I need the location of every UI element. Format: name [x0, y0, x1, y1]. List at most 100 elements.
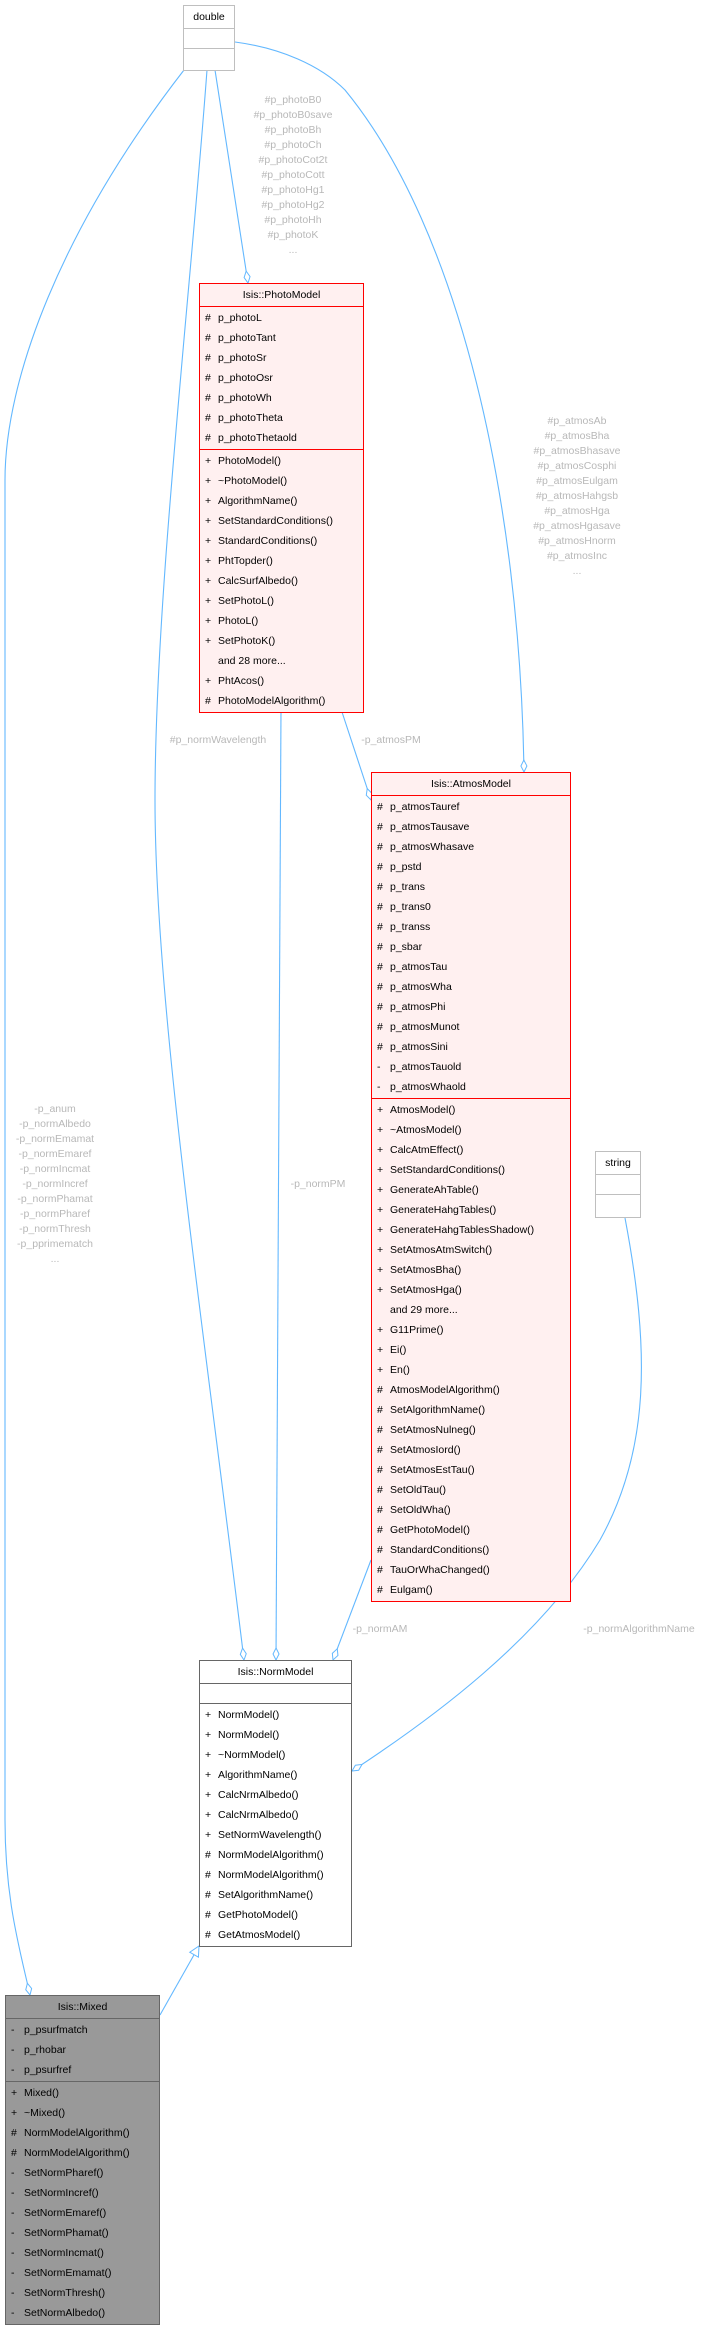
method-row[interactable]: #GetPhotoModel() — [200, 1905, 351, 1925]
method-name: GetPhotoModel() — [390, 1524, 470, 1536]
method-row[interactable]: #GetAtmosModel() — [200, 1925, 351, 1945]
method-row[interactable]: +GenerateHahgTablesShadow() — [372, 1220, 570, 1240]
method-row[interactable]: #AtmosModelAlgorithm() — [372, 1380, 570, 1400]
method-row[interactable]: +SetAtmosAtmSwitch() — [372, 1240, 570, 1260]
method-row[interactable]: +G11Prime() — [372, 1320, 570, 1340]
methods-section: +Mixed()+~Mixed()#NormModelAlgorithm()#N… — [6, 2082, 159, 2324]
method-row[interactable]: #PhotoModelAlgorithm() — [200, 691, 363, 711]
method-row[interactable]: -SetNormEmaref() — [6, 2203, 159, 2223]
method-row[interactable]: +GenerateHahgTables() — [372, 1200, 570, 1220]
method-row[interactable]: +SetPhotoL() — [200, 591, 363, 611]
method-row[interactable]: +~NormModel() — [200, 1745, 351, 1765]
method-row[interactable]: #StandardConditions() — [372, 1540, 570, 1560]
attribute-row[interactable]: -p_atmosWhaold — [372, 1077, 570, 1097]
method-row[interactable]: and 29 more... — [372, 1300, 570, 1320]
method-row[interactable]: #SetAtmosEstTau() — [372, 1460, 570, 1480]
method-row[interactable]: #SetAtmosNulneg() — [372, 1420, 570, 1440]
method-row[interactable]: +StandardConditions() — [200, 531, 363, 551]
attribute-row[interactable]: #p_transs — [372, 917, 570, 937]
attribute-row[interactable]: #p_atmosPhi — [372, 997, 570, 1017]
method-row[interactable]: -SetNormThresh() — [6, 2283, 159, 2303]
visibility-marker: # — [377, 921, 383, 933]
method-row[interactable]: #SetAtmosIord() — [372, 1440, 570, 1460]
method-row[interactable]: +En() — [372, 1360, 570, 1380]
attribute-row[interactable]: #p_photoOsr — [200, 368, 363, 388]
attribute-row[interactable]: #p_atmosTau — [372, 957, 570, 977]
method-row[interactable]: -SetNormEmamat() — [6, 2263, 159, 2283]
method-row[interactable]: +AlgorithmName() — [200, 1765, 351, 1785]
method-row[interactable]: +~PhotoModel() — [200, 471, 363, 491]
method-row[interactable]: #Eulgam() — [372, 1580, 570, 1600]
method-row[interactable]: #NormModelAlgorithm() — [6, 2143, 159, 2163]
method-row[interactable]: #SetAlgorithmName() — [200, 1885, 351, 1905]
method-row[interactable]: +AlgorithmName() — [200, 491, 363, 511]
edge-double-to-mixed — [4, 69, 185, 1995]
method-row[interactable]: +Mixed() — [6, 2083, 159, 2103]
method-row[interactable]: +SetPhotoK() — [200, 631, 363, 651]
attribute-row[interactable]: -p_atmosTauold — [372, 1057, 570, 1077]
class-node-double[interactable]: double — [183, 5, 235, 71]
method-row[interactable]: +CalcSurfAlbedo() — [200, 571, 363, 591]
method-row[interactable]: +GenerateAhTable() — [372, 1180, 570, 1200]
class-node-norm-model[interactable]: Isis::NormModel+NormModel()+NormModel()+… — [199, 1660, 352, 1947]
method-row[interactable]: +NormModel() — [200, 1725, 351, 1745]
method-row[interactable]: +CalcNrmAlbedo() — [200, 1805, 351, 1825]
attribute-row[interactable]: #p_atmosSini — [372, 1037, 570, 1057]
edge-label-line: #p_photoCot2t — [258, 154, 328, 166]
attribute-row[interactable]: #p_atmosWha — [372, 977, 570, 997]
class-node-string[interactable]: string — [595, 1151, 641, 1218]
attribute-row[interactable]: -p_psurfref — [6, 2060, 159, 2080]
method-row[interactable]: +~AtmosModel() — [372, 1120, 570, 1140]
attribute-row[interactable]: #p_photoWh — [200, 388, 363, 408]
method-name: G11Prime() — [390, 1324, 444, 1336]
method-row[interactable]: +PhtAcos() — [200, 671, 363, 691]
attribute-row[interactable]: -p_rhobar — [6, 2040, 159, 2060]
class-node-atmos-model[interactable]: Isis::AtmosModel#p_atmosTauref#p_atmosTa… — [371, 772, 571, 1602]
method-row[interactable]: +SetNormWavelength() — [200, 1825, 351, 1845]
method-row[interactable]: and 28 more... — [200, 651, 363, 671]
attribute-row[interactable]: #p_atmosWhasave — [372, 837, 570, 857]
attribute-row[interactable]: #p_atmosTausave — [372, 817, 570, 837]
attribute-row[interactable]: #p_trans0 — [372, 897, 570, 917]
method-row[interactable]: +CalcNrmAlbedo() — [200, 1785, 351, 1805]
method-row[interactable]: -SetNormAlbedo() — [6, 2303, 159, 2323]
method-row[interactable]: -SetNormPhamat() — [6, 2223, 159, 2243]
class-node-mixed[interactable]: Isis::Mixed-p_psurfmatch-p_rhobar-p_psur… — [5, 1995, 160, 2325]
attribute-row[interactable]: #p_trans — [372, 877, 570, 897]
method-row[interactable]: +AtmosModel() — [372, 1100, 570, 1120]
method-row[interactable]: +Ei() — [372, 1340, 570, 1360]
attribute-row[interactable]: #p_photoSr — [200, 348, 363, 368]
class-node-photo-model[interactable]: Isis::PhotoModel#p_photoL#p_photoTant#p_… — [199, 283, 364, 713]
attribute-row[interactable]: #p_pstd — [372, 857, 570, 877]
method-row[interactable]: +PhotoModel() — [200, 451, 363, 471]
attribute-row[interactable]: #p_atmosMunot — [372, 1017, 570, 1037]
method-row[interactable]: +PhotoL() — [200, 611, 363, 631]
method-row[interactable]: #GetPhotoModel() — [372, 1520, 570, 1540]
method-row[interactable]: #NormModelAlgorithm() — [200, 1845, 351, 1865]
attribute-row[interactable]: -p_psurfmatch — [6, 2020, 159, 2040]
attribute-row[interactable]: #p_photoTheta — [200, 408, 363, 428]
method-row[interactable]: +~Mixed() — [6, 2103, 159, 2123]
method-row[interactable]: -SetNormIncref() — [6, 2183, 159, 2203]
attribute-row[interactable]: #p_photoL — [200, 308, 363, 328]
method-row[interactable]: -SetNormPharef() — [6, 2163, 159, 2183]
method-row[interactable]: +NormModel() — [200, 1705, 351, 1725]
method-row[interactable]: +CalcAtmEffect() — [372, 1140, 570, 1160]
method-row[interactable]: -SetNormIncmat() — [6, 2243, 159, 2263]
attribute-row[interactable]: #p_photoTant — [200, 328, 363, 348]
method-row[interactable]: +PhtTopder() — [200, 551, 363, 571]
method-row[interactable]: +SetAtmosBha() — [372, 1260, 570, 1280]
method-row[interactable]: #SetAlgorithmName() — [372, 1400, 570, 1420]
method-row[interactable]: #NormModelAlgorithm() — [6, 2123, 159, 2143]
visibility-marker: # — [205, 1929, 211, 1941]
method-row[interactable]: +SetStandardConditions() — [372, 1160, 570, 1180]
method-row[interactable]: #SetOldTau() — [372, 1480, 570, 1500]
method-row[interactable]: #NormModelAlgorithm() — [200, 1865, 351, 1885]
attribute-row[interactable]: #p_sbar — [372, 937, 570, 957]
method-row[interactable]: #TauOrWhaChanged() — [372, 1560, 570, 1580]
method-row[interactable]: #SetOldWha() — [372, 1500, 570, 1520]
attribute-row[interactable]: #p_photoThetaold — [200, 428, 363, 448]
method-row[interactable]: +SetAtmosHga() — [372, 1280, 570, 1300]
attribute-row[interactable]: #p_atmosTauref — [372, 797, 570, 817]
method-row[interactable]: +SetStandardConditions() — [200, 511, 363, 531]
